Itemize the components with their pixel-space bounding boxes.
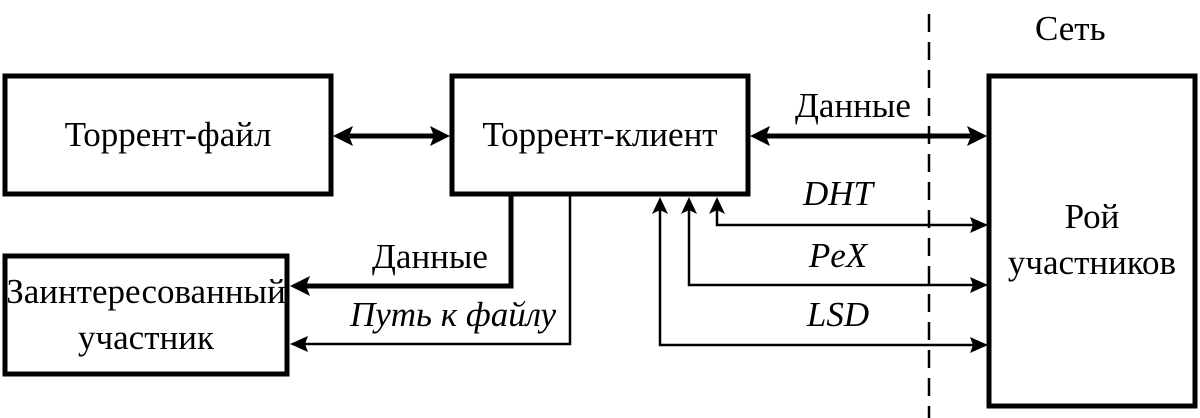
interested-peer-node: Заинтересованный участник — [2, 253, 290, 377]
lsd-label: LSD — [806, 295, 869, 334]
client-peer-filepath-arrow — [290, 196, 572, 352]
pex-label: PeX — [808, 236, 869, 275]
swarm-label-line2: участников — [1008, 243, 1176, 282]
pex-arrow — [681, 197, 988, 293]
torrent-file-label: Торрент-файл — [65, 115, 272, 154]
interested-peer-label-line2: участник — [78, 318, 215, 357]
swarm-label-line1: Рой — [1065, 197, 1120, 236]
client-peer-data-label: Данные — [372, 237, 488, 276]
torrent-file-node: Торрент-файл — [2, 73, 334, 197]
dht-label: DHT — [802, 174, 876, 213]
client-peer-data-arrow — [290, 196, 514, 296]
swarm-node: Рой участников — [986, 73, 1198, 409]
dht-arrow — [709, 197, 988, 233]
client-peer-filepath-label: Путь к файлу — [349, 295, 557, 334]
network-label: Сеть — [1035, 9, 1106, 48]
torrent-client-label: Торрент-клиент — [482, 115, 717, 154]
client-swarm-data-label: Данные — [795, 86, 911, 125]
client-swarm-data-arrow — [750, 126, 987, 146]
torrent-client-node: Торрент-клиент — [449, 73, 751, 197]
interested-peer-label-line1: Заинтересованный — [6, 272, 286, 311]
lsd-arrow — [652, 197, 988, 353]
file-client-arrow — [333, 126, 450, 146]
